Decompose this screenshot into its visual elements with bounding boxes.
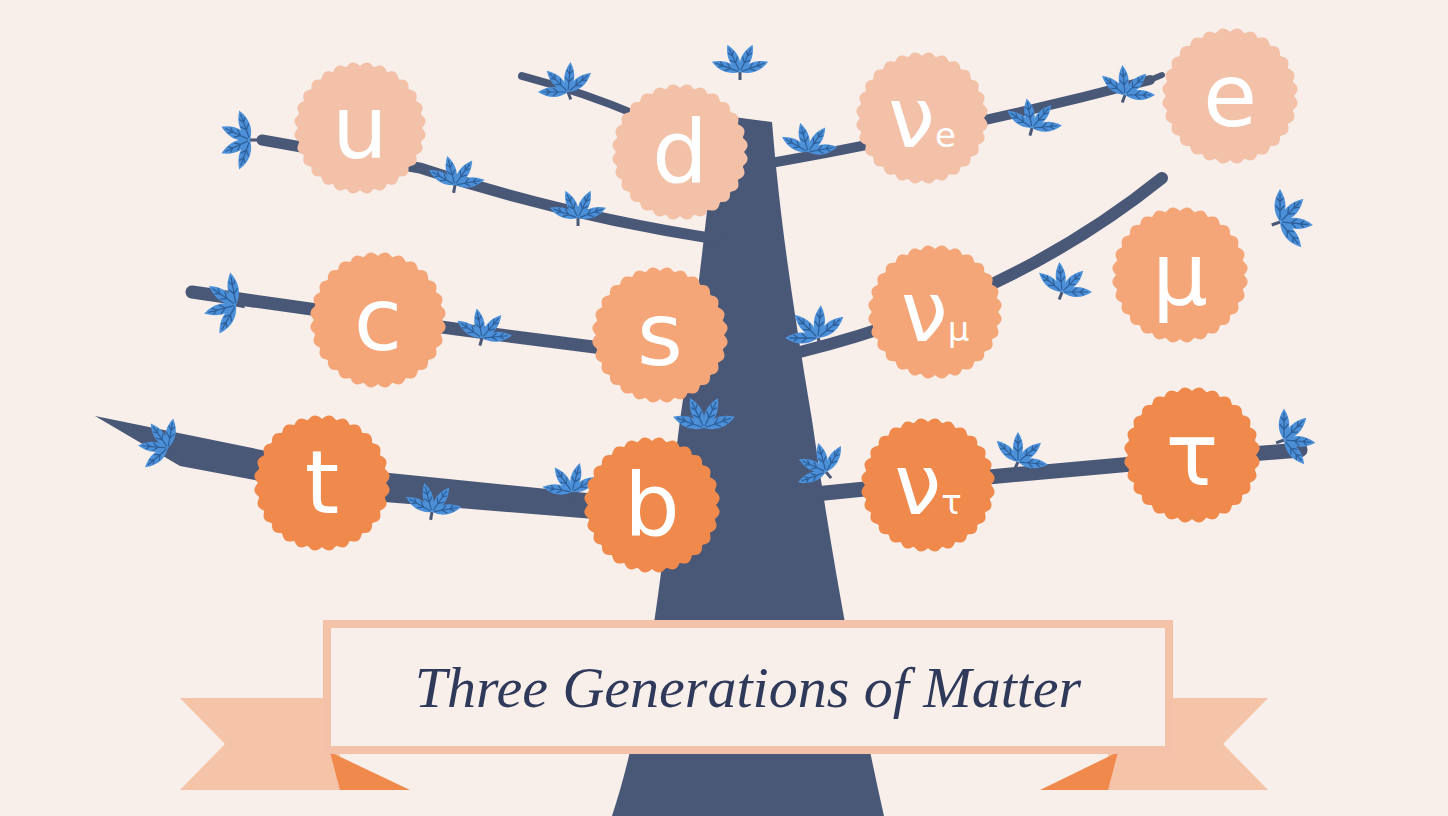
particle-badge: ντ xyxy=(861,418,995,552)
diagram-title: Three Generations of Matter xyxy=(415,654,1081,721)
particle-badge: t xyxy=(254,415,390,551)
particle-badge: u xyxy=(294,62,426,194)
particle-badge: νμ xyxy=(868,245,1002,379)
particle-badge: b xyxy=(584,437,720,573)
badge-outline xyxy=(612,84,747,219)
badge-outline xyxy=(310,252,445,387)
particle-badge: c xyxy=(310,252,446,388)
particle-symbol: νe xyxy=(888,76,956,160)
particle-symbol: τ xyxy=(1166,411,1219,499)
particle-badge: μ xyxy=(1112,207,1248,343)
badge-outline xyxy=(868,245,1001,378)
particle-badge: νe xyxy=(856,52,988,184)
particle-symbol: μ xyxy=(1152,231,1208,319)
particle-badge: e xyxy=(1162,28,1298,164)
badge-outline xyxy=(584,437,719,572)
particle-symbol: t xyxy=(305,439,340,527)
particle-badge: τ xyxy=(1124,387,1260,523)
badge-outline xyxy=(1162,28,1297,163)
particle-symbol: s xyxy=(637,291,683,379)
particle-symbol: c xyxy=(354,276,402,364)
badge-outline xyxy=(861,418,994,551)
title-banner xyxy=(180,624,1268,790)
particle-badge: d xyxy=(612,84,748,220)
particle-badge: s xyxy=(592,267,728,403)
particle-symbol: b xyxy=(624,461,680,549)
particle-symbol: e xyxy=(1203,52,1257,140)
badge-outline xyxy=(1112,207,1247,342)
title-banner-box: Three Generations of Matter xyxy=(333,630,1163,744)
badge-outline xyxy=(1124,387,1259,522)
badge-outline xyxy=(254,415,389,550)
badge-outline xyxy=(592,267,727,402)
badge-outline xyxy=(294,62,425,193)
particle-symbol: ντ xyxy=(894,443,961,527)
particle-symbol: νμ xyxy=(901,270,970,354)
badge-outline xyxy=(856,52,987,183)
particle-symbol: u xyxy=(332,84,388,172)
particle-symbol: d xyxy=(652,108,708,196)
